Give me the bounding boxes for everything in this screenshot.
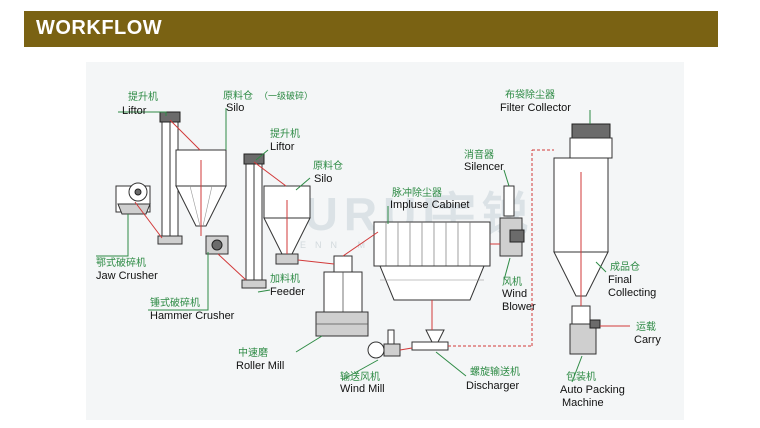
svg-text:原料仓: 原料仓 [313, 159, 343, 172]
svg-text:Liftor: Liftor [270, 141, 295, 153]
label-feeder: 加料机 Feeder [270, 272, 305, 298]
svg-text:Machine: Machine [562, 397, 604, 409]
svg-text:运载: 运载 [636, 321, 656, 333]
svg-text:提升机: 提升机 [128, 90, 158, 103]
svg-text:Discharger: Discharger [466, 380, 520, 392]
wind-blower [499, 217, 525, 257]
label-filter-collector: 布袋除尘器 Filter Collector [500, 88, 571, 114]
svg-text:Filter Collector: Filter Collector [500, 102, 571, 114]
svg-text:Wind: Wind [502, 288, 527, 300]
label-impulse-cabinet: 脉冲除尘器 Impluse Cabinet [390, 186, 470, 211]
label-silo-2: 原料仓 Silo [313, 159, 343, 185]
wind-mill [367, 329, 401, 359]
auto-packing-machine [569, 305, 601, 355]
svg-text:鄂式破碎机: 鄂式破碎机 [96, 256, 146, 269]
svg-text:风机: 风机 [502, 275, 522, 288]
filter-collector [553, 123, 613, 297]
roller-mill [315, 255, 369, 337]
label-wind-mill: 输送风机 Wind Mill [340, 370, 385, 395]
svg-text:Liftor: Liftor [122, 105, 147, 117]
svg-text:Jaw Crusher: Jaw Crusher [96, 270, 158, 282]
svg-text:Collecting: Collecting [608, 287, 656, 299]
liftor-2 [241, 153, 267, 289]
hammer-crusher [205, 235, 229, 255]
svg-text:包装机: 包装机 [566, 370, 596, 383]
flow-lines [134, 119, 630, 351]
impulse-cabinet [373, 221, 491, 301]
svg-text:螺旋输送机: 螺旋输送机 [470, 365, 520, 378]
svg-text:Wind Mill: Wind Mill [340, 383, 385, 395]
liftor-1 [157, 111, 183, 245]
label-silencer: 消音器 Silencer [464, 148, 504, 173]
label-hammer-crusher: 锤式破碎机 Hammer Crusher [150, 296, 235, 322]
svg-text:锤式破碎机: 锤式破碎机 [150, 296, 200, 309]
header-title: WORKFLOW [36, 17, 163, 39]
svg-text:Blower: Blower [502, 301, 536, 313]
svg-text:Roller Mill: Roller Mill [236, 360, 284, 372]
workflow-header: WORKFLOW [24, 11, 718, 47]
label-discharger: 螺旋输送机 Discharger [466, 365, 520, 392]
svg-text:消音器: 消音器 [464, 148, 494, 161]
label-roller-mill: 中速磨 Roller Mill [236, 346, 284, 372]
svg-text:布袋除尘器: 布袋除尘器 [505, 88, 555, 101]
svg-text:中速磨: 中速磨 [238, 346, 268, 359]
svg-text:提升机: 提升机 [270, 127, 300, 140]
svg-text:Hammer Crusher: Hammer Crusher [150, 310, 235, 322]
label-auto-packing-machine: 包装机 Auto Packing Machine [560, 370, 625, 409]
svg-text:输送风机: 输送风机 [340, 370, 380, 383]
svg-text:Silo: Silo [226, 102, 244, 114]
svg-text:Impluse Cabinet: Impluse Cabinet [390, 199, 470, 211]
svg-text:成品仓: 成品仓 [610, 260, 640, 273]
svg-text:Silo: Silo [314, 173, 332, 185]
label-jaw-crusher: 鄂式破碎机 Jaw Crusher [96, 256, 158, 282]
svg-text:原料仓: 原料仓 [223, 89, 253, 102]
svg-text:Silencer: Silencer [464, 161, 504, 173]
label-liftor-1: 提升机 Liftor [122, 90, 158, 117]
label-wind-blower: 风机 Wind Blower [502, 275, 536, 313]
svg-text:脉冲除尘器: 脉冲除尘器 [392, 186, 442, 199]
svg-text:（一级破碎）: （一级破碎） [259, 90, 313, 102]
leader-lines [96, 108, 607, 383]
label-final-collecting: 成品仓 Final Collecting [608, 260, 656, 299]
feeder [275, 253, 299, 265]
svg-text:Carry: Carry [634, 334, 661, 346]
svg-text:Auto Packing: Auto Packing [560, 384, 625, 396]
label-silo-1: 原料仓 （一级破碎） Silo [223, 89, 313, 114]
discharger [411, 329, 449, 351]
silencer [503, 185, 515, 217]
label-carry: 运载 Carry [634, 321, 661, 346]
svg-text:Feeder: Feeder [270, 286, 305, 298]
svg-text:加料机: 加料机 [270, 272, 300, 285]
label-liftor-2: 提升机 Liftor [270, 127, 300, 153]
svg-text:Final: Final [608, 274, 632, 286]
jaw-crusher [115, 182, 151, 215]
